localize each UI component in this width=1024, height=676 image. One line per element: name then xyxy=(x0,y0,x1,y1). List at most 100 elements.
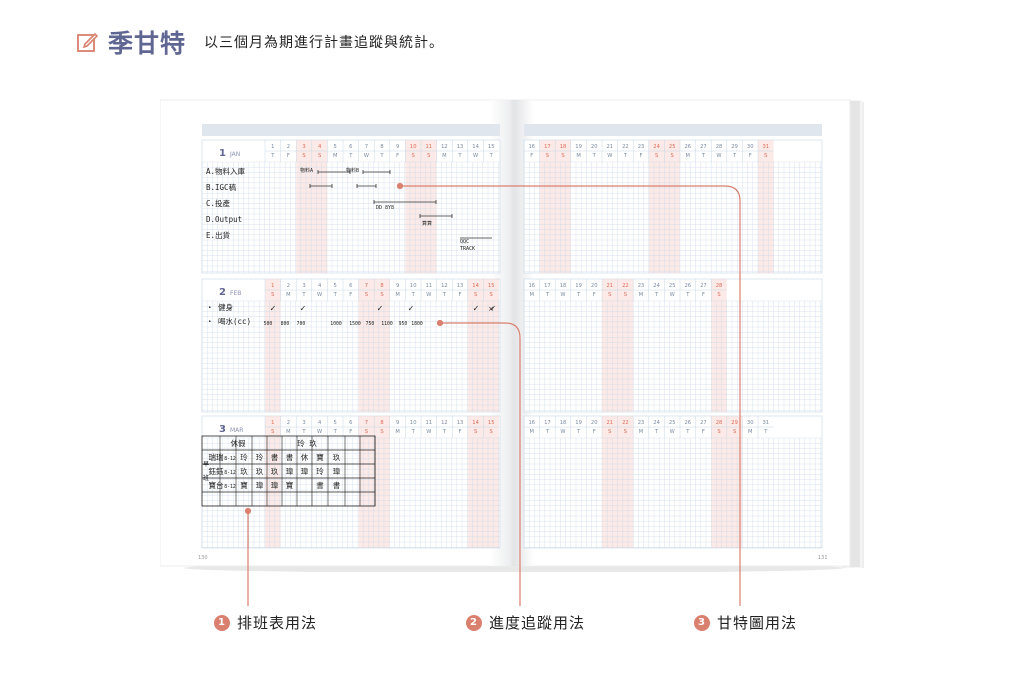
date-a-mar-1: 1 xyxy=(271,420,274,426)
date-b-feb-23: 23 xyxy=(638,283,645,289)
weekday-b-feb-22: S xyxy=(624,292,627,298)
feb-check-0: ✓ xyxy=(270,304,277,313)
page-header-bar-left xyxy=(202,124,500,136)
date-b-jan-16: 16 xyxy=(528,144,535,150)
gantt-label-4a: QQC xyxy=(460,239,469,245)
weekday-b-jan-30: F xyxy=(749,153,752,159)
date-b-jan-28: 28 xyxy=(716,144,723,150)
date-b-mar-21: 21 xyxy=(606,420,613,426)
date-a-jan-1: 1 xyxy=(271,144,274,150)
date-a-jan-11: 11 xyxy=(425,144,432,150)
weekday-a-feb-11: W xyxy=(426,292,431,298)
page-number-left: 130 xyxy=(198,555,208,561)
weekday-b-mar-31: T xyxy=(763,429,768,435)
weekday-a-feb-7: S xyxy=(365,292,368,298)
legend-3-label: 甘特圖用法 xyxy=(717,614,798,632)
weekday-b-feb-19: T xyxy=(576,292,581,298)
date-b-feb-24: 24 xyxy=(653,283,660,289)
date-a-feb-14: 14 xyxy=(472,283,479,289)
schedule-cell-1-5: 瑋 xyxy=(286,466,294,476)
weekend-column xyxy=(555,140,571,273)
date-b-feb-22: 22 xyxy=(622,283,629,289)
weekday-b-mar-25: W xyxy=(670,429,675,435)
weekday-b-feb-18: W xyxy=(560,292,565,298)
weekday-a-jan-1: T xyxy=(270,153,275,159)
date-b-jan-29: 29 xyxy=(731,144,738,150)
schedule-cell-2-4: 瑋 xyxy=(271,480,279,490)
date-a-feb-12: 12 xyxy=(441,283,448,289)
weekday-b-mar-22: S xyxy=(624,429,627,435)
date-b-mar-19: 19 xyxy=(575,420,582,426)
weekday-a-jan-4: S xyxy=(318,153,321,159)
date-b-feb-16: 16 xyxy=(528,283,535,289)
feb-cross: × xyxy=(488,305,494,313)
date-b-jan-24: 24 xyxy=(653,144,660,150)
planner-book: 1T2F3S4S5M6T7W8T9F10S11S12M13T14W15T16F1… xyxy=(160,99,864,572)
weekday-b-jan-29: T xyxy=(732,153,737,159)
date-a-feb-13: 13 xyxy=(457,283,464,289)
weekday-b-jan-28: W xyxy=(716,153,721,159)
feb-row-1: ‧ 喝水(cc) xyxy=(206,316,251,326)
schedule-cell-2-8: 書 xyxy=(333,480,341,490)
date-a-mar-11: 11 xyxy=(425,420,432,426)
date-a-mar-14: 14 xyxy=(472,420,479,426)
weekday-a-feb-10: T xyxy=(411,292,416,298)
feb-water-2: 700 xyxy=(297,321,306,327)
schedule-cell-0-0: 瑞瑞 xyxy=(209,452,224,462)
weekday-a-feb-12: T xyxy=(442,292,447,298)
weekday-b-mar-30: M xyxy=(748,429,752,435)
weekday-b-mar-19: T xyxy=(576,429,581,435)
weekday-a-mar-12: T xyxy=(442,429,447,435)
weekday-b-mar-16: M xyxy=(530,429,534,435)
date-b-mar-20: 20 xyxy=(591,420,598,426)
weekday-a-feb-2: M xyxy=(286,292,290,298)
weekday-a-mar-1: S xyxy=(271,429,274,435)
jan-task-2: C.投產 xyxy=(206,198,231,208)
weekday-a-mar-5: T xyxy=(333,429,338,435)
date-b-mar-23: 23 xyxy=(638,420,645,426)
weekday-a-mar-10: T xyxy=(411,429,416,435)
date-b-jan-22: 22 xyxy=(622,144,629,150)
weekend-column xyxy=(758,140,774,273)
weekend-column xyxy=(539,140,556,273)
weekday-a-mar-6: F xyxy=(349,429,352,435)
weekday-a-jan-11: S xyxy=(427,153,430,159)
page-title: 季甘特 xyxy=(108,29,187,58)
weekday-a-mar-13: F xyxy=(459,429,462,435)
date-a-jan-6: 6 xyxy=(349,144,352,150)
date-b-feb-21: 21 xyxy=(606,283,613,289)
weekday-b-feb-24: T xyxy=(654,292,659,298)
weekday-b-feb-28: S xyxy=(717,292,720,298)
date-a-jan-15: 15 xyxy=(488,144,495,150)
date-a-feb-7: 7 xyxy=(365,283,368,289)
weekday-a-mar-11: W xyxy=(426,429,431,435)
weekend-column xyxy=(617,416,634,548)
date-a-feb-5: 5 xyxy=(334,283,337,289)
schedule-cell-0-5: 書 xyxy=(286,452,294,462)
weekday-a-mar-3: T xyxy=(301,429,306,435)
weekend-column xyxy=(374,416,390,548)
weekday-a-jan-3: S xyxy=(302,153,305,159)
legend-1-number: 1 xyxy=(214,614,230,631)
page-subtitle: 以三個月為期進行計畫追蹤與統計。 xyxy=(204,35,445,51)
date-a-jan-14: 14 xyxy=(472,144,479,150)
weekday-a-mar-9: M xyxy=(395,429,399,435)
weekday-a-jan-10: S xyxy=(412,153,415,159)
schedule-cell-1-4: 玖 xyxy=(271,466,279,476)
legend-3: 3 甘特圖用法 xyxy=(694,612,797,633)
date-b-feb-17: 17 xyxy=(544,283,551,289)
weekday-b-mar-28: S xyxy=(717,429,720,435)
schedule-header-2: 玲 玖 xyxy=(297,438,317,448)
feb-check-1: ✓ xyxy=(300,304,307,313)
date-b-jan-20: 20 xyxy=(591,144,598,150)
feb-water-5: 750 xyxy=(366,321,375,327)
weekday-b-jan-26: M xyxy=(686,153,690,159)
weekday-b-jan-25: S xyxy=(671,153,674,159)
schedule-cell-1-6: 瑋 xyxy=(301,466,309,476)
date-b-mar-16: 16 xyxy=(528,420,535,426)
legend-2-number: 2 xyxy=(466,614,482,631)
date-a-jan-10: 10 xyxy=(410,144,417,150)
date-b-feb-20: 20 xyxy=(591,283,598,289)
date-b-jan-19: 19 xyxy=(575,144,582,150)
